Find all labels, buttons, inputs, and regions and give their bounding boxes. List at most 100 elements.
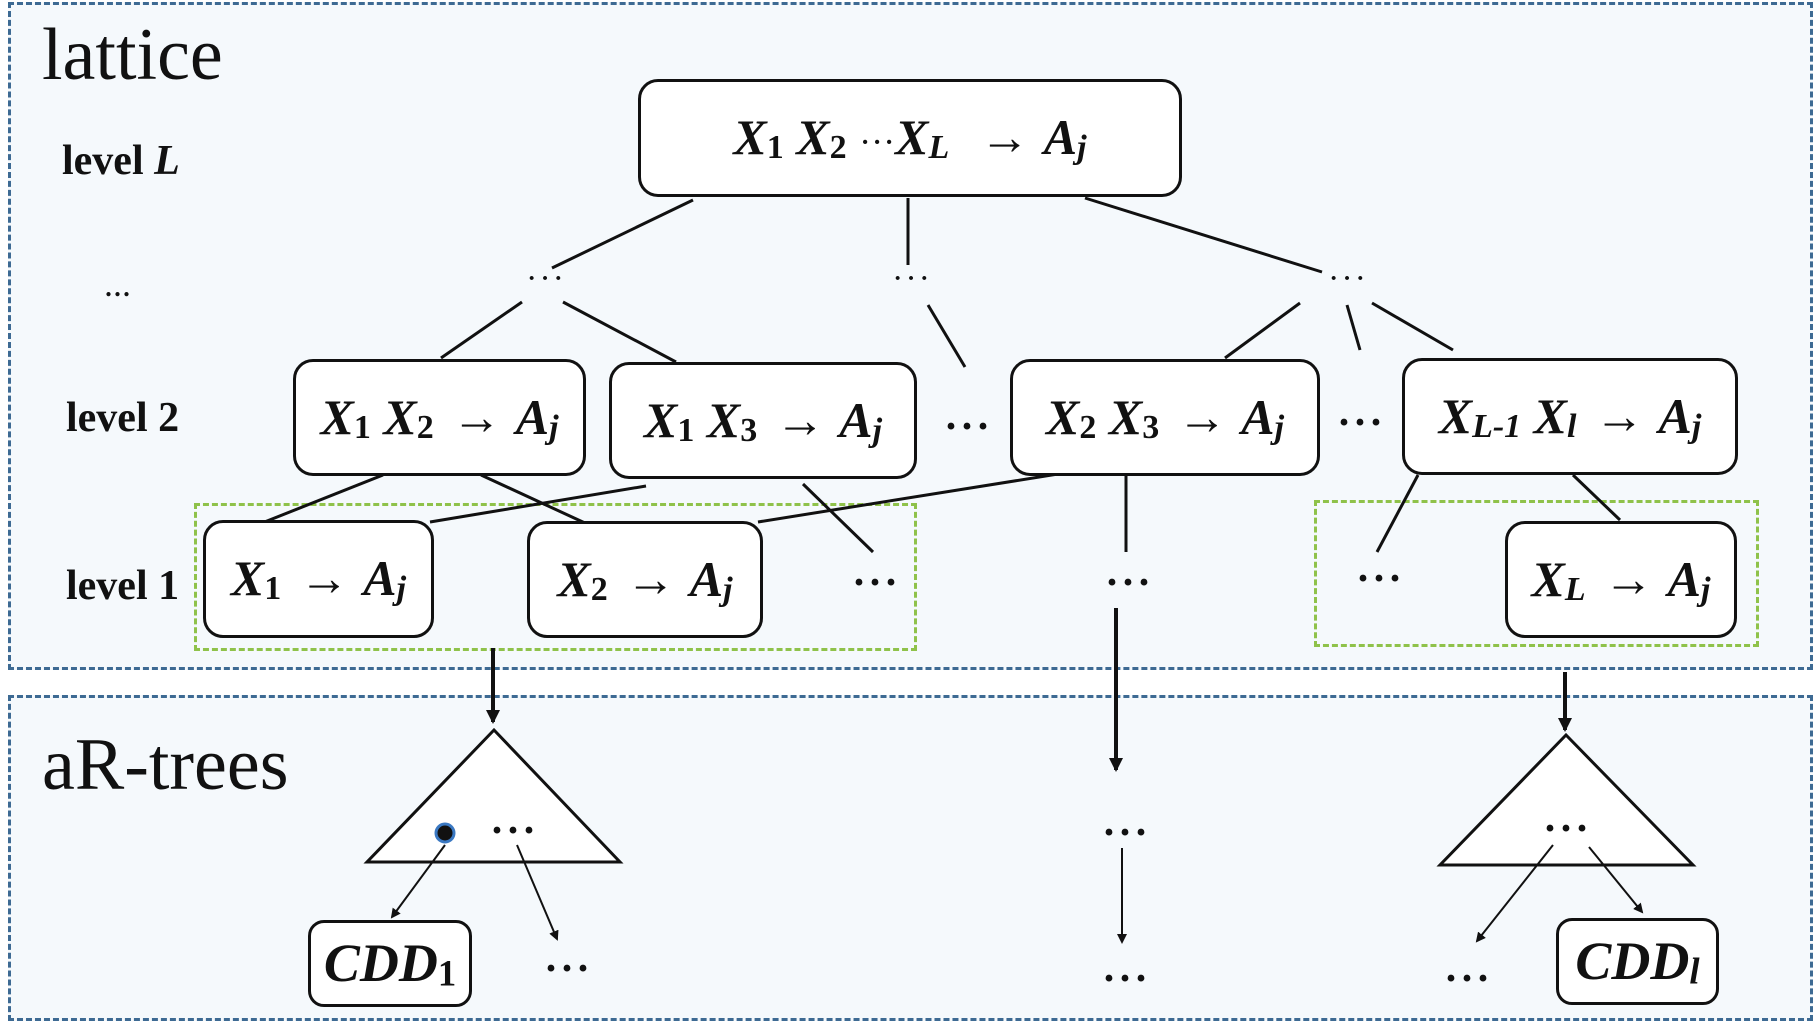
edge-dots-mid [926, 304, 967, 368]
var: X [320, 388, 354, 445]
node-formula: X1 X3→Aj [644, 391, 882, 450]
ellipsis-level1-left: ··· [852, 560, 901, 606]
var: X [383, 388, 417, 445]
level2-node-x2x3[interactable]: X2 X3→Aj [1010, 359, 1320, 476]
var: X [1531, 550, 1565, 607]
node-formula: X2→Aj [557, 550, 732, 609]
artree-mid-dots: ··· [1102, 810, 1151, 856]
var: X [1438, 387, 1473, 444]
lattice-title: lattice [42, 14, 223, 96]
top-node-formula: X1 X2 ···XL →Aj [733, 108, 1086, 167]
var: CDD [1575, 931, 1690, 992]
var: X [1533, 387, 1568, 444]
var: A [689, 550, 724, 607]
node-formula: XL-1 Xl→Aj [1439, 387, 1702, 446]
leaf-arrow-right-cdd [1588, 846, 1644, 914]
var: A [1241, 388, 1275, 445]
level-l-var: L [154, 138, 180, 184]
level-word: level [62, 138, 144, 184]
sub: 1 [677, 412, 695, 450]
edge-x1x2-x2 [480, 473, 586, 525]
level-l-label: level L [62, 140, 180, 182]
sub: j [1701, 571, 1711, 609]
arrow: → [775, 391, 826, 448]
edge-dots-x2x3 [1224, 301, 1301, 360]
sub: L [1564, 571, 1586, 609]
sub: j [1077, 129, 1087, 167]
edge-xl1xl-xl [1571, 473, 1622, 522]
level2-node-x1x3[interactable]: X1 X3→Aj [609, 362, 917, 479]
var: A [1667, 550, 1702, 607]
sub: 3 [1142, 409, 1160, 447]
var: X [1045, 388, 1080, 445]
leaf-arrow-right-dots [1475, 844, 1554, 943]
edge-x1x3-x1 [429, 484, 647, 524]
leaf-mid-dots: ··· [1102, 956, 1151, 1002]
arrow: → [299, 550, 350, 607]
sub: l [1689, 950, 1700, 992]
node-formula: X1 X2→Aj [320, 388, 558, 447]
level2-node-x1x2[interactable]: X1 X2→Aj [293, 359, 586, 476]
ellipsis-level1-right: ··· [1356, 556, 1405, 602]
level1-node-xl[interactable]: XL→Aj [1505, 521, 1737, 638]
arrow: → [979, 109, 1030, 166]
level-1-label: level 1 [66, 563, 180, 609]
var: X [796, 109, 830, 166]
level1-group-left [194, 503, 917, 651]
var: A [1043, 109, 1078, 166]
sub: j [872, 412, 883, 450]
var: A [515, 388, 550, 445]
sub: j [549, 409, 559, 447]
ellipsis-level2-right: ··· [1337, 400, 1386, 446]
var: A [1658, 387, 1692, 444]
var: X [706, 391, 741, 448]
node-formula: CDD1 [324, 932, 456, 994]
edge-x1x3-dots [801, 482, 875, 554]
cdd-left-node[interactable]: CDD1 [308, 920, 472, 1007]
var: X [1108, 388, 1143, 445]
level2-node-xl1xl[interactable]: XL-1 Xl→Aj [1402, 358, 1738, 475]
sub: 3 [740, 412, 758, 450]
sub: 1 [264, 570, 282, 608]
sub: j [1274, 409, 1285, 447]
sub: 2 [416, 409, 434, 447]
sub: 2 [829, 129, 847, 167]
ellipsis-level-mid-center: ··· [892, 260, 932, 297]
sub: 2 [590, 571, 608, 609]
leaf-arrow-left-dots [516, 844, 559, 941]
arrow: → [1177, 388, 1228, 445]
var: X [557, 550, 591, 607]
level1-node-x2[interactable]: X2→Aj [527, 521, 763, 638]
node-formula: CDDl [1575, 930, 1699, 992]
ellipsis-level-mid-left: ··· [526, 260, 566, 297]
level1-node-x1[interactable]: X1→Aj [203, 520, 434, 638]
artree-right-inner-dots: ··· [1543, 806, 1592, 852]
arrow: → [625, 550, 676, 607]
var: X [733, 109, 767, 166]
level-2-label: level 2 [66, 395, 180, 441]
artree-entry-dot [434, 822, 456, 844]
artree-left-inner-dots: ··· [490, 808, 539, 854]
sub: j [396, 570, 407, 608]
leaf-right-dots: ··· [1444, 956, 1493, 1002]
level-middle-label: ... [104, 264, 131, 304]
lattice-top-node[interactable]: X1 X2 ···XL →Aj [638, 79, 1182, 197]
sub: L [928, 129, 950, 167]
ellipsis-level1-mid: ··· [1105, 560, 1154, 606]
sub: 1 [766, 129, 784, 167]
sub: L-1 [1472, 408, 1522, 446]
edge-x2x3-x2 [757, 472, 1059, 524]
cdd-right-node[interactable]: CDDl [1556, 918, 1719, 1005]
sub: 1 [353, 409, 371, 447]
edge-dots-x1x2 [440, 300, 523, 360]
var: A [363, 550, 397, 607]
sub: l [1567, 408, 1577, 446]
artrees-title: aR-trees [42, 724, 289, 806]
leaf-left-dots: ··· [544, 946, 593, 992]
edge-xl1xl-dots [1375, 474, 1420, 553]
sub: 1 [437, 952, 457, 994]
edge-top-left [551, 198, 694, 270]
var: A [839, 391, 873, 448]
node-formula: XL→Aj [1532, 550, 1711, 609]
